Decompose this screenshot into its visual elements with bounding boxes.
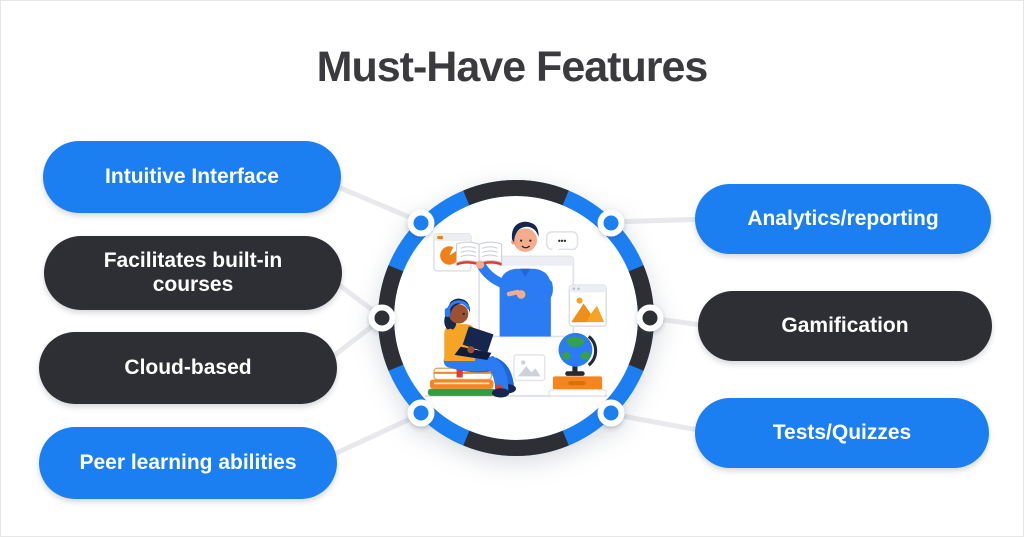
open-book-icon [456,241,503,269]
feature-label: Facilitates built-in courses [103,248,283,296]
ring-dark-segments [378,180,654,456]
book-stack-icon [427,367,496,396]
connector-analytics [608,216,712,225]
feature-pill-analytics-reporting: Analytics/reporting [695,184,991,254]
feature-pill-gamification: Gamification [698,291,992,361]
feature-label: Analytics/reporting [747,206,939,230]
image-placeholder-card-icon [513,354,546,382]
feature-pill-intuitive-interface: Intuitive Interface [43,141,341,213]
speech-bubble-dots: ••• [558,237,567,246]
online-learning-illustration: ••• [423,221,611,398]
page-title: Must-Have Features [316,43,709,91]
feature-pill-cloud-based: Cloud-based [39,332,337,404]
node-left [368,304,396,332]
book-box-under-globe [548,376,607,397]
laptop-icon [454,326,494,361]
feature-label: Peer learning abilities [79,450,297,474]
speech-bubble-icon: ••• [546,231,579,256]
connector-tests-quizzes [608,411,712,435]
node-bottom-right [597,399,625,427]
woman-figure [443,298,516,398]
feature-pill-peer-learning: Peer learning abilities [39,427,337,499]
feature-pill-tests-quizzes: Tests/Quizzes [695,398,989,468]
image-card-icon [568,284,607,327]
feature-pill-built-in-courses: Facilitates built-in courses [44,236,342,310]
node-bottom-left [407,399,435,427]
node-top-right [597,209,625,237]
feature-label: Gamification [781,313,909,337]
feature-label: Tests/Quizzes [772,420,912,444]
globe-icon [558,332,598,376]
node-right [636,304,664,332]
connector-peer-learning [316,411,424,464]
feature-label: Intuitive Interface [105,164,279,188]
node-top-left [407,209,435,237]
feature-label: Cloud-based [124,355,252,379]
man-figure [456,221,553,337]
